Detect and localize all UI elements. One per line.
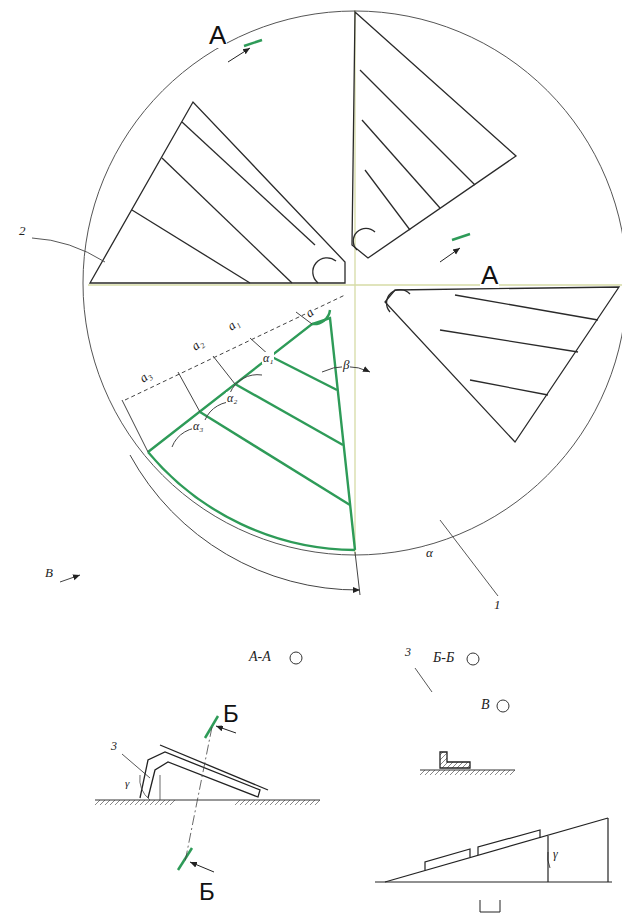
section-letter: Б	[222, 702, 240, 726]
angle-label: γ	[552, 848, 559, 860]
angle-label: α	[425, 546, 434, 559]
angle-label: α₃	[192, 420, 204, 432]
section-letter: Б	[198, 880, 216, 904]
dimension-label: a₂	[188, 335, 206, 353]
angle-label: α₂	[226, 392, 238, 404]
dimension-label: a₁	[224, 315, 242, 333]
view-letter: В	[44, 566, 54, 579]
section-title: А-А	[248, 650, 272, 664]
dimension-label: a₃	[136, 367, 154, 385]
callout-number: 2	[18, 224, 27, 237]
view-letter: В	[480, 698, 491, 712]
angle-label: γ	[124, 778, 130, 789]
section-title: Б-Б	[432, 651, 455, 665]
callout-number: 3	[404, 646, 412, 658]
callout-number: 1	[493, 598, 502, 611]
section-letter: А	[480, 262, 499, 288]
angle-label: α₁	[262, 352, 274, 364]
section-letter: А	[208, 22, 227, 48]
angle-label: β	[342, 358, 350, 371]
callout-number: 3	[110, 740, 118, 752]
